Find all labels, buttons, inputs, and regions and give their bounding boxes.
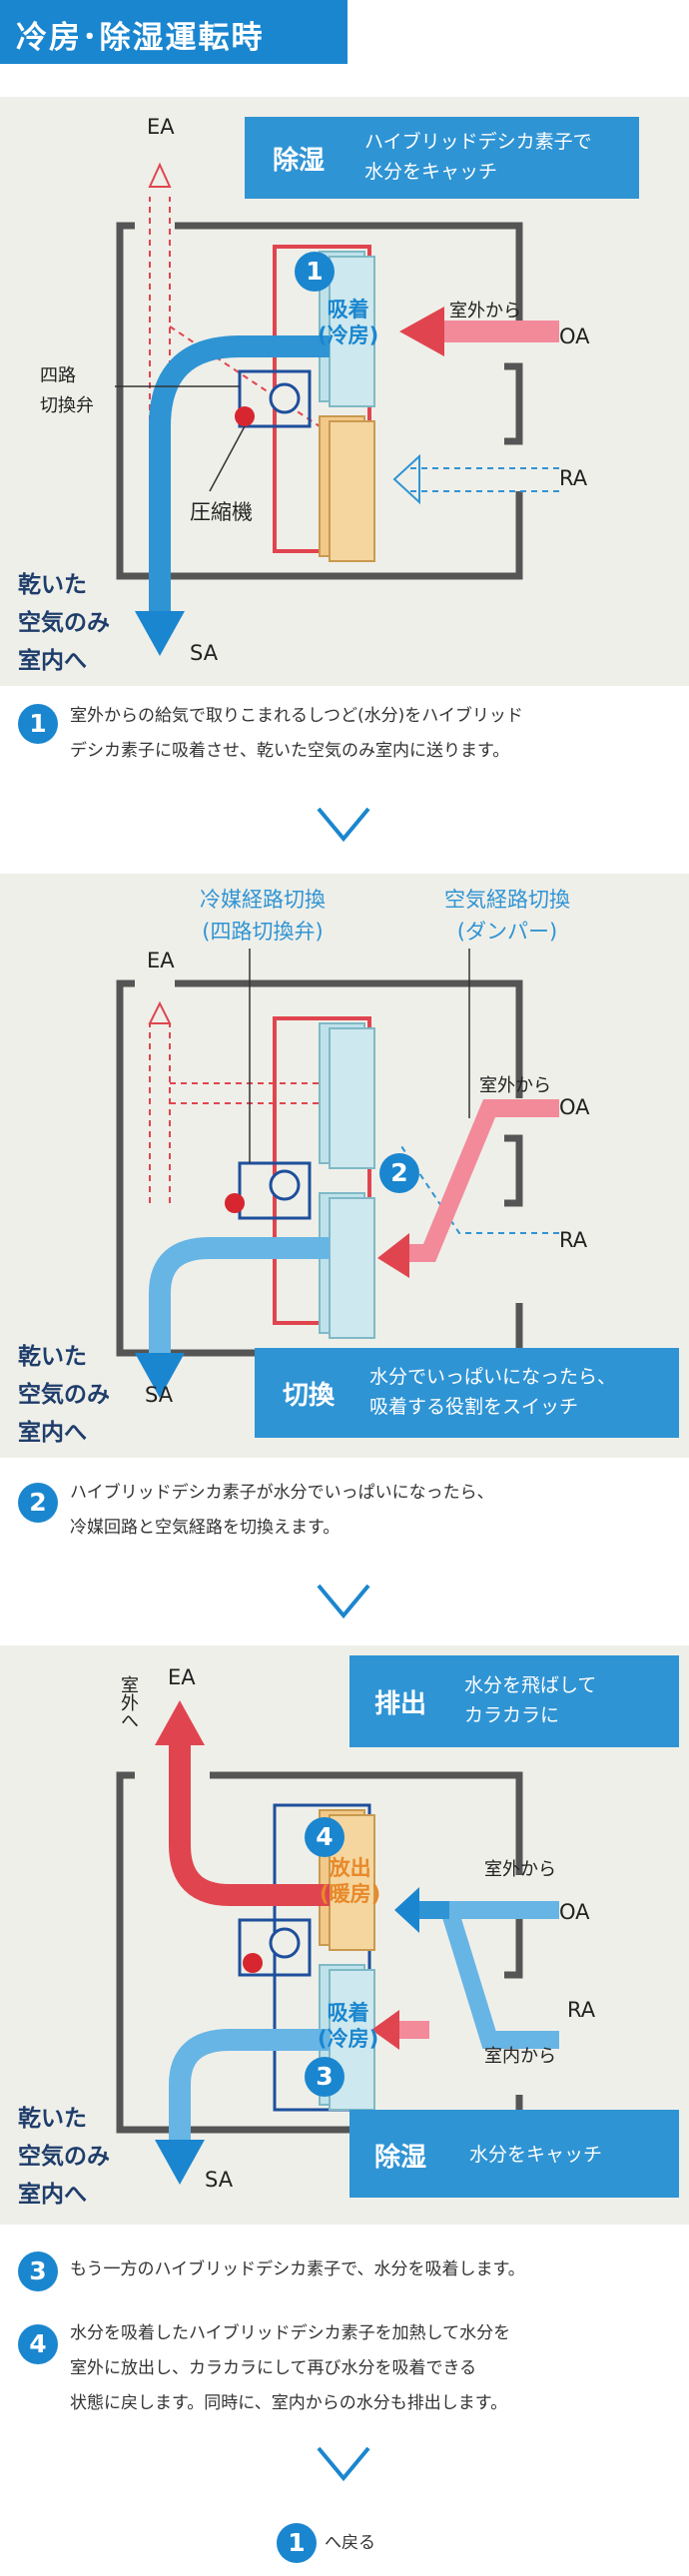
step-1-text: 室外からの給気で取りこまれるしつど(水分)をハイブリッド デシカ素子に吸着させ、… <box>70 706 523 761</box>
diagram-panel-1: 除湿 ハイブリッドデシカ素子で 水分をキャッチ 1 吸着 (冷房) EA 室外か… <box>0 97 689 686</box>
ea-label: EA <box>147 949 175 972</box>
back-step-number: 1 <box>277 2523 317 2563</box>
down-arrow-icon <box>317 1584 370 1619</box>
step-4-number: 4 <box>18 2324 58 2364</box>
diagram-1-drawing <box>115 162 559 656</box>
page-title-bar: 冷房･除湿運転時 <box>0 0 347 64</box>
switch-callout: 切換 水分でいっぱいになったら、 吸着する役割をスイッチ <box>255 1348 679 1438</box>
down-arrow-icon <box>317 807 370 843</box>
step-3-number: 3 <box>18 2252 58 2291</box>
dehumidify-callout: 除湿 ハイブリッドデシカ素子で 水分をキャッチ <box>245 117 639 199</box>
callout-tag: 除湿 <box>374 2143 427 2173</box>
oa-label: OA <box>559 324 590 348</box>
oa-label: OA <box>559 1095 590 1119</box>
adsorb-label: 吸着 (冷房) <box>318 298 379 347</box>
diagram-2-drawing <box>116 949 559 1398</box>
dehumidify-callout: 除湿 水分をキャッチ <box>349 2110 679 2198</box>
sa-label: SA <box>190 641 219 665</box>
callout-text: 水分でいっぱいになったら、 吸着する役割をスイッチ <box>369 1366 617 1418</box>
ra-label: RA <box>567 1998 596 2022</box>
adsorb-label: 吸着 (冷房) <box>318 2001 379 2051</box>
exhaust-callout: 排出 水分を飛ばして カラカラに <box>349 1655 679 1747</box>
step-4-marker: 4 <box>305 1817 344 1857</box>
diagram-panel-2: 冷媒経路切換 (四路切換弁) 空気経路切換 (ダンパー) 2 EA 室外から O… <box>0 874 689 1458</box>
callout-tag: 排出 <box>374 1689 427 1719</box>
sa-label: SA <box>205 2168 234 2192</box>
from-outside-label: 室外から <box>479 1075 551 1096</box>
callout-text: ハイブリッドデシカ素子で 水分をキャッチ <box>364 131 592 183</box>
four-way-valve-label: 四路 切換弁 <box>40 365 94 416</box>
callout-text: 水分をキャッチ <box>469 2144 603 2166</box>
ea-label: EA <box>168 1665 196 1689</box>
step-2-marker: 2 <box>379 1153 419 1193</box>
page-title: 冷房･除湿運転時 <box>16 20 265 56</box>
compressor-label: 圧縮機 <box>190 500 253 524</box>
to-outside-label: 室外へ <box>118 1675 139 1729</box>
sa-label: SA <box>145 1383 174 1407</box>
step-3-text: もう一方のハイブリッドデシカ素子で、水分を吸着します。 <box>70 2259 525 2279</box>
step-4-text: 水分を吸着したハイブリッドデシカ素子を加熱して水分を 室外に放出し、カラカラにし… <box>70 2323 511 2413</box>
release-label: 放出 (暖房) <box>320 1856 381 1906</box>
oa-label: OA <box>559 1900 590 1924</box>
from-outside-label: 室外から <box>484 1859 556 1880</box>
callout-tag: 除湿 <box>273 146 326 176</box>
step-2-number: 2 <box>18 1483 58 1523</box>
step-1-marker: 1 <box>295 252 335 292</box>
ra-label: RA <box>559 466 588 490</box>
air-switch-label: 空気経路切換 (ダンパー) <box>444 888 570 944</box>
step-3-marker: 3 <box>305 2057 344 2097</box>
step-1-number: 1 <box>18 704 58 744</box>
dry-air-label: 乾いた 空気のみ 室内へ <box>18 1344 110 1446</box>
ra-label: RA <box>559 1228 588 1252</box>
step-2-text: ハイブリッドデシカ素子が水分でいっぱいになったら、 冷媒回路と空気経路を切換えま… <box>70 1483 494 1538</box>
down-arrow-icon <box>317 2446 370 2482</box>
callout-text: 水分を飛ばして カラカラに <box>464 1674 597 1726</box>
back-text: へ戻る <box>325 2533 375 2553</box>
ea-label: EA <box>147 115 175 139</box>
dry-air-label: 乾いた 空気のみ 室内へ <box>18 2106 110 2208</box>
refrigerant-switch-label: 冷媒経路切換 (四路切換弁) <box>200 888 326 944</box>
diagram-panel-3: 排出 水分を飛ばして カラカラに 4 放出 (暖房) 吸着 (冷房) 3 EA … <box>0 1645 689 2225</box>
callout-tag: 切換 <box>283 1381 336 1411</box>
from-inside-label: 室内から <box>484 2046 556 2067</box>
dry-air-label: 乾いた 空気のみ 室内へ <box>18 572 110 674</box>
from-outside-label: 室外から <box>449 301 521 322</box>
